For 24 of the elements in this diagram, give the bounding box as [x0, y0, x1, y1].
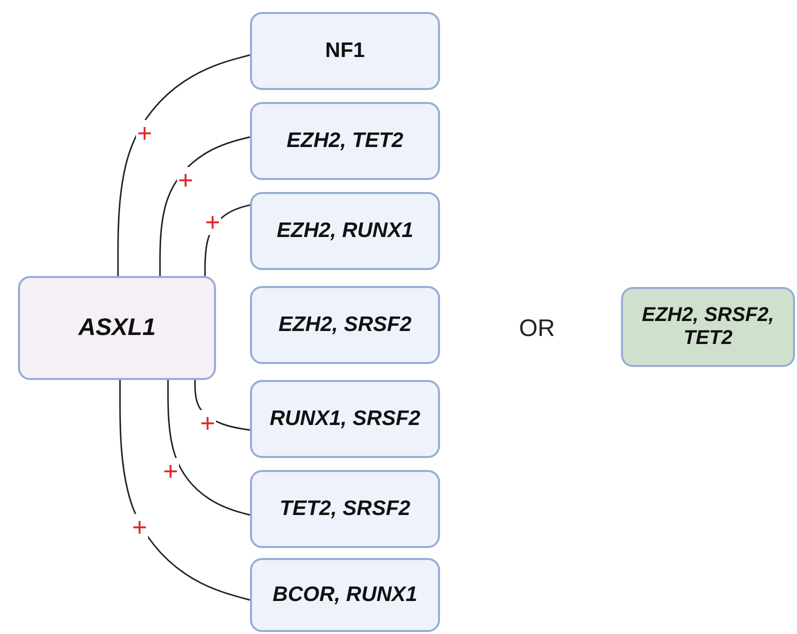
gene-box	[250, 380, 440, 458]
note-text: OR	[519, 315, 555, 343]
gene-label: RUNX1, SRSF2	[270, 406, 420, 432]
gene-box	[250, 286, 440, 364]
gene-label: NF1	[325, 38, 365, 64]
gene-box	[250, 12, 440, 90]
gene-box	[250, 558, 440, 632]
gene-label: EZH2, RUNX1	[276, 218, 414, 244]
connector-line	[167, 380, 250, 516]
edge-label: +	[131, 514, 148, 540]
gene-label: EZH2, SRSF2	[278, 312, 412, 338]
gene-box	[250, 470, 440, 548]
gene-box	[250, 192, 440, 270]
connector-line	[159, 136, 250, 276]
connector-line	[117, 54, 250, 276]
gene-label: EZH2, TET2	[286, 128, 404, 154]
gene-label: TET2, SRSF2	[280, 496, 410, 522]
gene-box	[621, 287, 795, 367]
connector-line	[119, 380, 250, 601]
gene-box	[18, 276, 216, 380]
gene-label: BCOR, RUNX1	[272, 582, 418, 608]
gene-label: ASXL1	[78, 314, 156, 342]
gene-label: EZH2, SRSF2, TET2	[640, 304, 776, 350]
gene-box	[250, 102, 440, 180]
